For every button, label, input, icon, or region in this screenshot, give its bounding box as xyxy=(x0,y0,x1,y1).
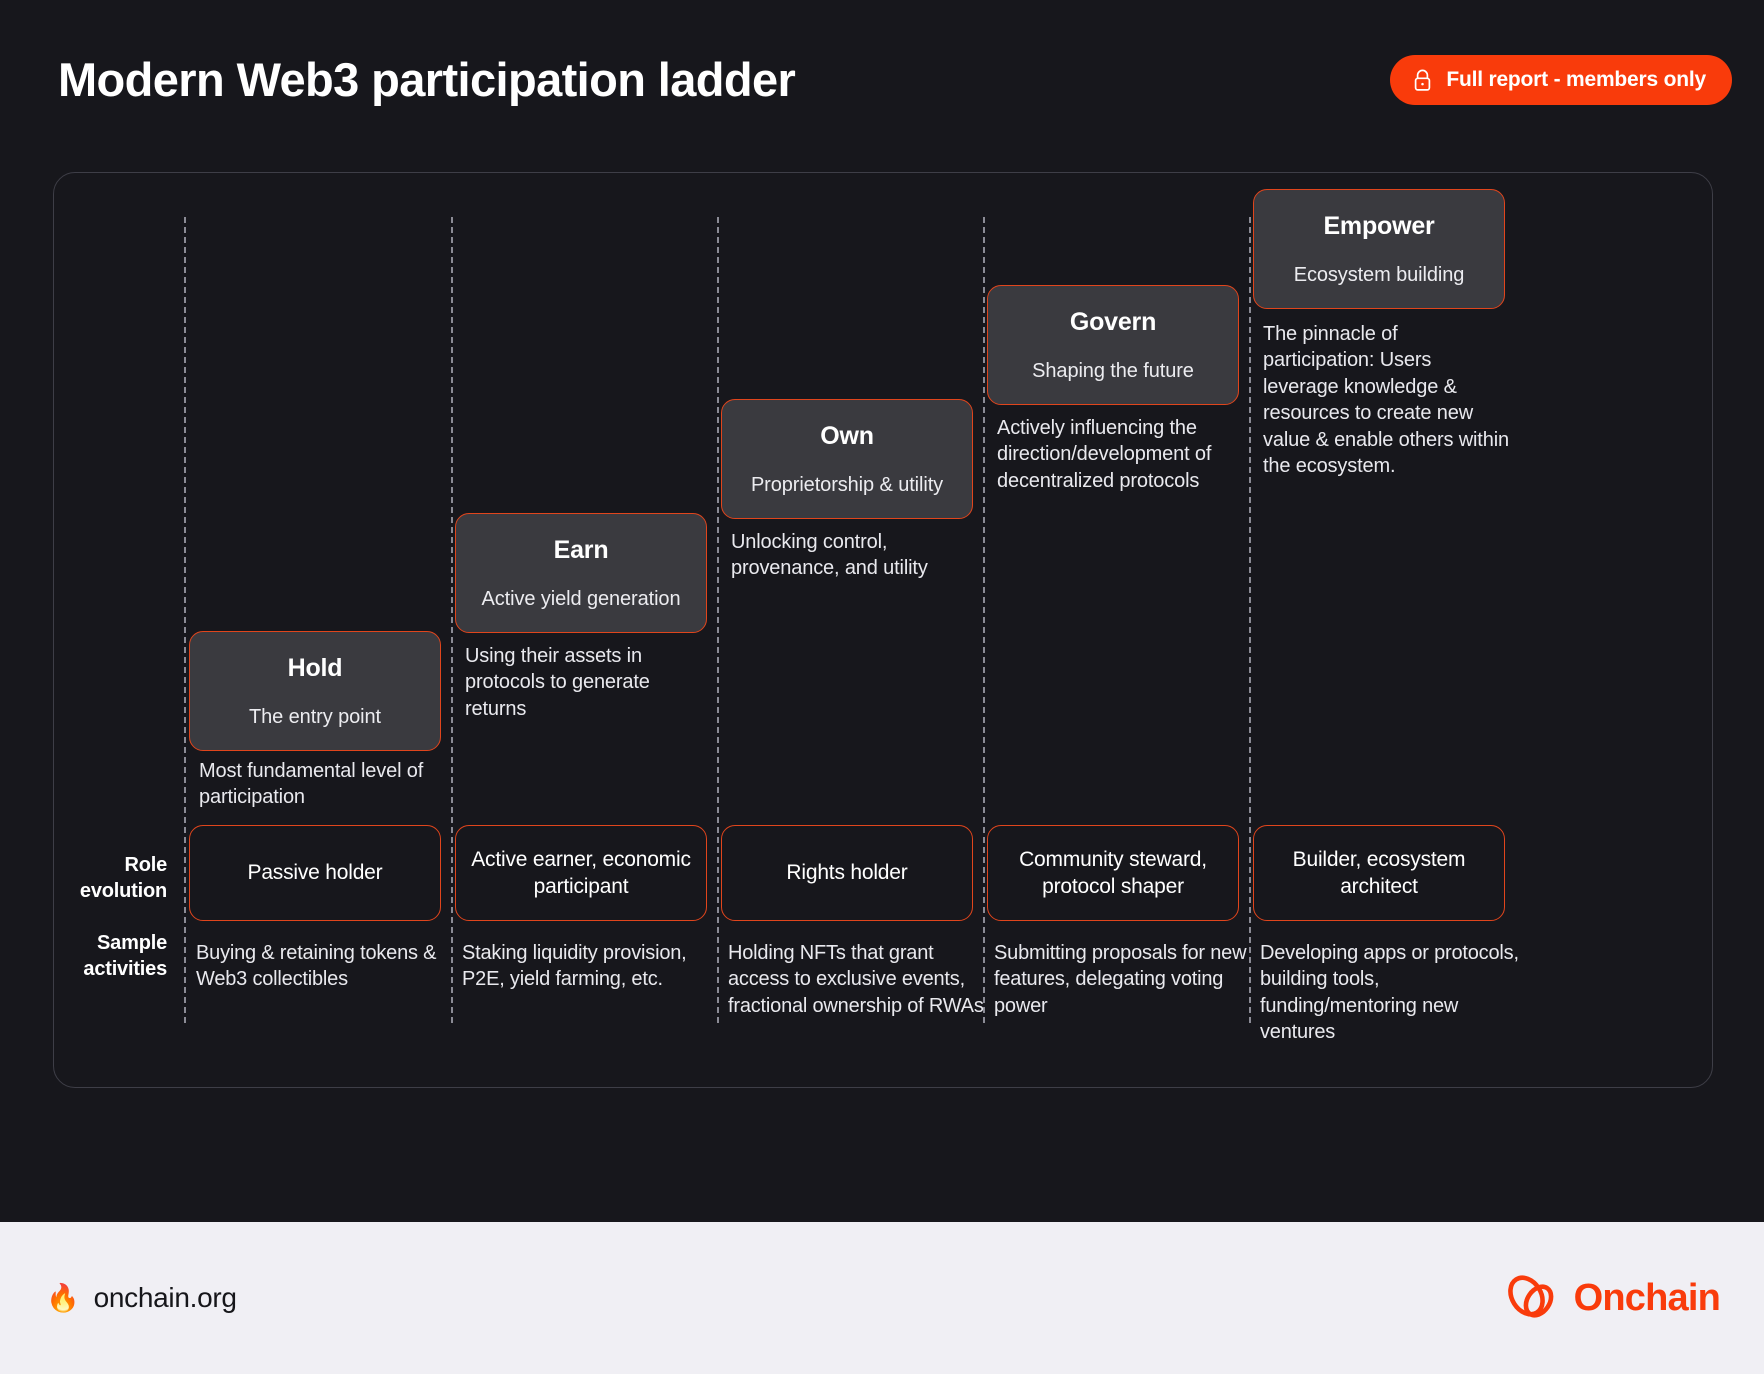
role-card-hold[interactable]: Passive holder xyxy=(189,825,441,921)
ladder-panel: Hold The entry point Most fundamental le… xyxy=(53,172,1713,1088)
role-label: Rights holder xyxy=(786,861,908,885)
activity-earn: Staking liquidity provision, P2E, yield … xyxy=(462,942,687,991)
step-title: Empower xyxy=(1323,212,1435,240)
footer: 🔥 onchain.org Onchain xyxy=(0,1222,1764,1374)
step-card-empower[interactable]: Empower Ecosystem building xyxy=(1253,189,1505,309)
step-description-govern: Actively influencing the direction/devel… xyxy=(997,417,1212,492)
page-title: Modern Web3 participation ladder xyxy=(58,53,796,106)
header: Modern Web3 participation ladder Full re… xyxy=(0,0,1764,160)
step-card-hold[interactable]: Hold The entry point xyxy=(189,631,441,751)
role-card-empower[interactable]: Builder, ecosystem architect xyxy=(1253,825,1505,921)
lock-icon xyxy=(1415,69,1431,91)
step-title: Own xyxy=(820,422,874,450)
role-card-earn[interactable]: Active earner, economic participant xyxy=(455,825,707,921)
step-subtitle: Shaping the future xyxy=(1032,360,1194,382)
onchain-loops-logo-icon xyxy=(1507,1275,1553,1318)
step-card-earn[interactable]: Earn Active yield generation xyxy=(455,513,707,633)
activity-govern: Submitting proposals for new features, d… xyxy=(994,942,1247,1017)
row-label-role-line1: Role xyxy=(124,854,167,876)
role-label: Community steward, protocol shaper xyxy=(1019,847,1207,898)
footer-brand[interactable]: Onchain xyxy=(1504,1272,1721,1324)
full-report-members-badge[interactable]: Full report - members only xyxy=(1390,55,1732,105)
activity-own: Holding NFTs that grant access to exclus… xyxy=(728,942,984,1017)
role-card-govern[interactable]: Community steward, protocol shaper xyxy=(987,825,1239,921)
fire-icon: 🔥 xyxy=(46,1282,80,1313)
step-title: Govern xyxy=(1069,308,1157,336)
step-subtitle: The entry point xyxy=(249,706,381,728)
row-label-sample-line1: Sample xyxy=(97,932,167,954)
row-label-role-evolution: Role evolution xyxy=(17,853,167,904)
column-divider-1 xyxy=(184,217,186,1023)
row-label-sample-activities: Sample activities xyxy=(17,931,167,982)
step-description-hold: Most fundamental level of participation xyxy=(199,760,424,809)
step-description-own: Unlocking control, provenance, and utili… xyxy=(731,531,928,580)
step-subtitle: Active yield generation xyxy=(481,588,681,610)
footer-site[interactable]: 🔥 onchain.org xyxy=(46,1282,237,1314)
row-label-role-line2: evolution xyxy=(79,879,167,902)
activity-hold: Buying & retaining tokens & Web3 collect… xyxy=(196,942,437,991)
step-card-govern[interactable]: Govern Shaping the future xyxy=(987,285,1239,405)
step-subtitle: Proprietorship & utility xyxy=(750,474,944,496)
row-label-sample-line2: activities xyxy=(83,957,167,980)
column-divider-2 xyxy=(451,217,453,1023)
step-card-own[interactable]: Own Proprietorship & utility xyxy=(721,399,973,519)
footer-url: onchain.org xyxy=(93,1282,237,1313)
brand-name: Onchain xyxy=(1573,1276,1721,1319)
step-title: Hold xyxy=(287,654,343,682)
role-label: Passive holder xyxy=(247,861,383,885)
badge-label: Full report - members only xyxy=(1446,68,1706,91)
role-card-own[interactable]: Rights holder xyxy=(721,825,973,921)
role-label: Builder, ecosystem architect xyxy=(1292,847,1466,898)
step-description-earn: Using their assets in protocols to gener… xyxy=(465,645,650,720)
column-divider-5 xyxy=(1249,217,1251,1023)
step-subtitle: Ecosystem building xyxy=(1293,264,1465,286)
role-label: Active earner, economic participant xyxy=(471,847,691,898)
column-divider-4 xyxy=(983,217,985,1023)
activity-empower: Developing apps or protocols, building t… xyxy=(1260,942,1519,1044)
step-title: Earn xyxy=(553,536,609,564)
column-divider-3 xyxy=(717,217,719,1023)
step-description-empower: The pinnacle of participation: Users lev… xyxy=(1263,323,1509,477)
